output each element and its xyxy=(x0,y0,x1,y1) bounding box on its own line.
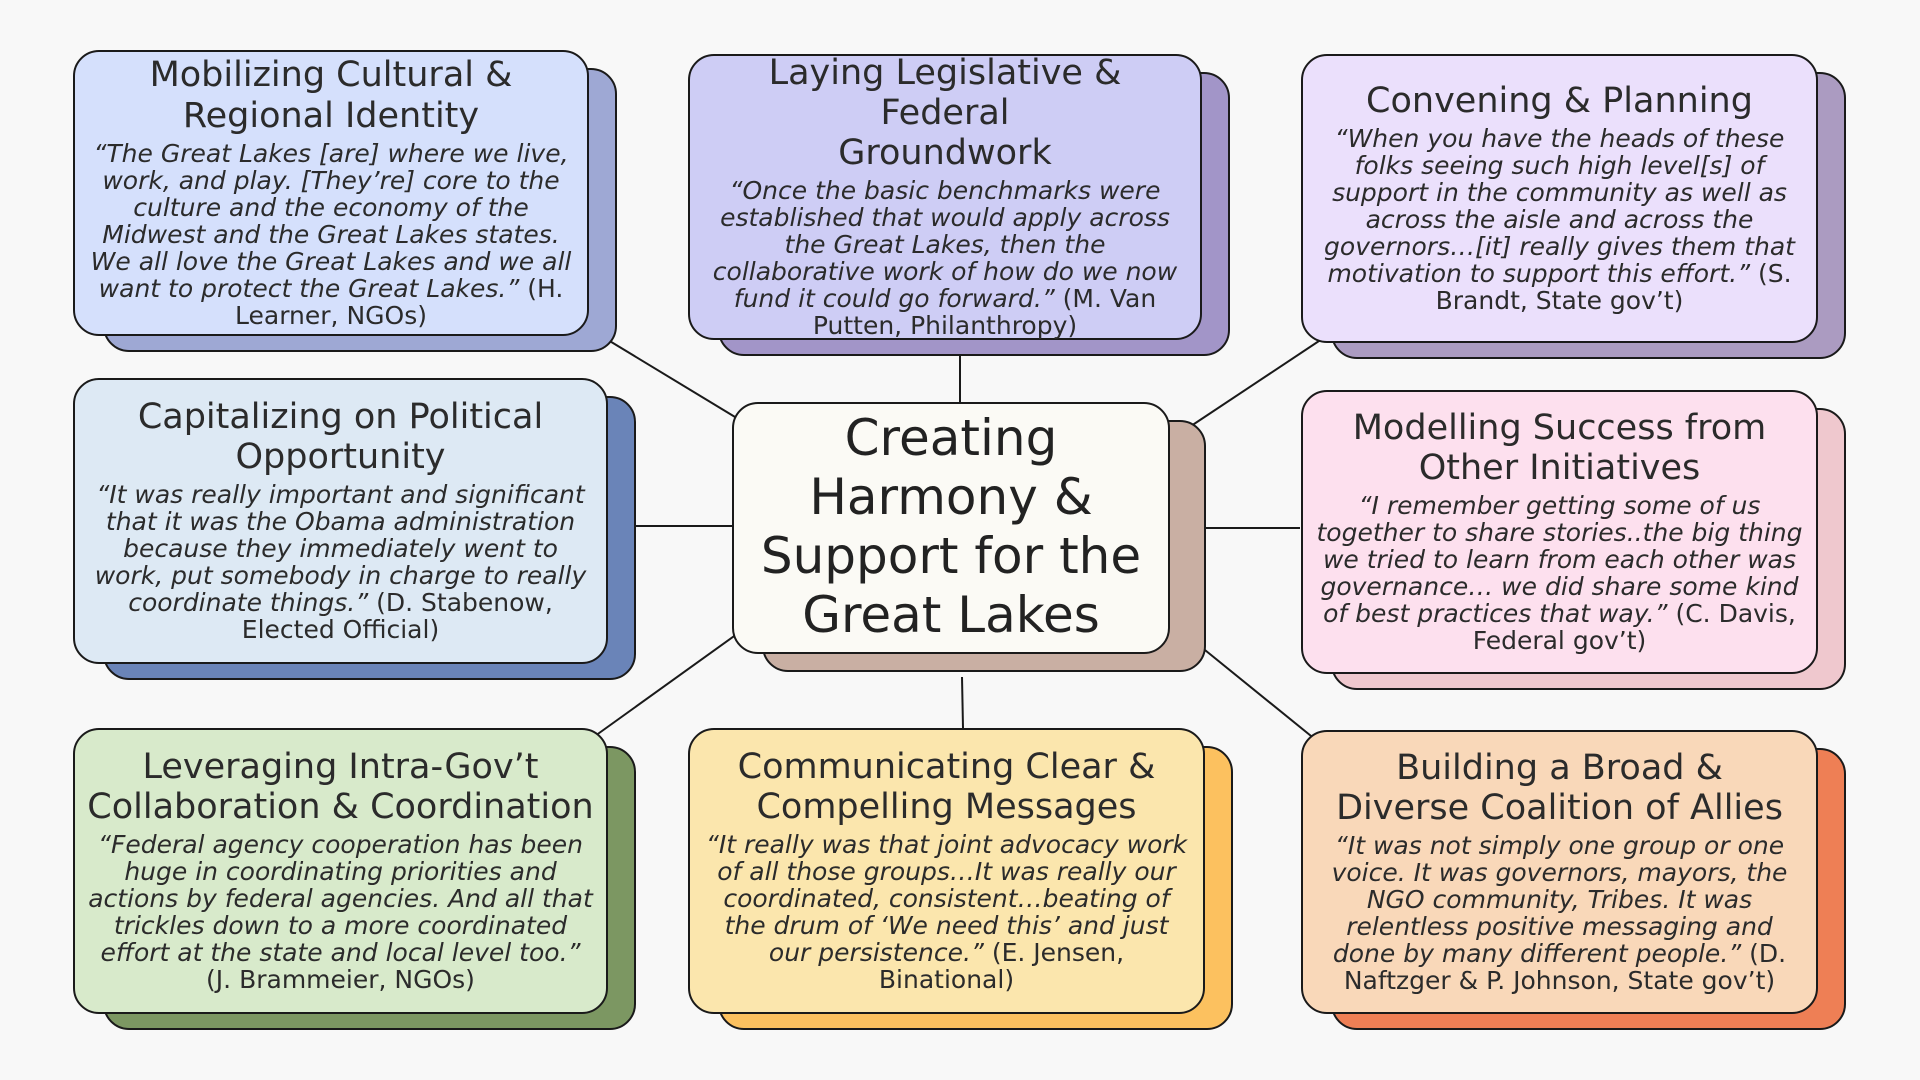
quote-attribution: (M. Van Putten, Philanthropy) xyxy=(812,284,1157,341)
card-title-line: Building a Broad & xyxy=(1396,747,1723,788)
card-quote: “It really was that joint advocacy work … xyxy=(700,831,1193,993)
card-face: Leveraging Intra-Gov’t Collaboration & C… xyxy=(73,728,608,1014)
card-quote: “Once the basic benchmarks were establis… xyxy=(700,177,1190,339)
card-clear-messages: Communicating Clear & Compelling Message… xyxy=(688,728,1233,1030)
connector-intra-gov-collaboration xyxy=(594,633,738,737)
card-cultural-identity: Mobilizing Cultural & Regional Identity … xyxy=(73,50,617,352)
card-quote: “It was not simply one group or one voic… xyxy=(1313,832,1806,994)
card-title: Modelling Success from Other Initiatives xyxy=(1353,408,1767,489)
quote-attribution: (E. Jensen, Binational) xyxy=(878,938,1125,995)
card-face: Mobilizing Cultural & Regional Identity … xyxy=(73,50,589,336)
card-face: Convening & Planning “When you have the … xyxy=(1301,54,1818,343)
quote-attribution: (C. Davis, Federal gov’t) xyxy=(1472,599,1796,656)
card-title-line: Modelling Success from xyxy=(1352,407,1767,448)
connector-convening-planning xyxy=(1184,334,1329,431)
quote-text: “It really was that joint advocacy work … xyxy=(705,830,1188,968)
card-title: Mobilizing Cultural & Regional Identity xyxy=(150,55,513,136)
card-quote: “The Great Lakes [are] where we live, wo… xyxy=(85,140,577,329)
card-face: Laying Legislative & Federal Groundwork … xyxy=(688,53,1202,340)
center-title-line: Creating xyxy=(844,409,1058,467)
card-face: Capitalizing on Political Opportunity “I… xyxy=(73,378,608,664)
quote-attribution: (D. Stabenow, Elected Official) xyxy=(241,588,553,645)
card-title-line: Compelling Messages xyxy=(756,787,1137,827)
card-title-line: Opportunity xyxy=(235,437,446,477)
card-title-line: Laying Legislative & Federal xyxy=(768,52,1122,133)
quote-text: “It was really important and significant… xyxy=(94,480,587,618)
card-title: Building a Broad & Diverse Coalition of … xyxy=(1336,748,1783,829)
card-title-line: Mobilizing Cultural & xyxy=(149,55,513,96)
quote-text: “The Great Lakes [are] where we live, wo… xyxy=(90,138,572,303)
card-title-line: Regional Identity xyxy=(182,95,480,136)
center-title-line: Support for the xyxy=(760,527,1142,585)
connector-clear-messages xyxy=(961,676,964,729)
card-title: Convening & Planning xyxy=(1366,81,1753,121)
quote-attribution: (D. Naftzger & P. Johnson, State gov’t) xyxy=(1343,939,1787,996)
connector-coalition-of-allies xyxy=(1199,645,1317,741)
center-node: Creating Harmony & Support for the Great… xyxy=(732,402,1206,672)
card-political-opportunity: Capitalizing on Political Opportunity “I… xyxy=(73,378,636,680)
quote-attribution: (H. Learner, NGOs) xyxy=(235,273,564,330)
center-node-face: Creating Harmony & Support for the Great… xyxy=(732,402,1170,654)
center-title-line: Great Lakes xyxy=(802,586,1100,644)
card-modelling-success: Modelling Success from Other Initiatives… xyxy=(1301,390,1846,690)
center-title: Creating Harmony & Support for the Great… xyxy=(761,409,1141,645)
card-title-line: Capitalizing on Political xyxy=(137,396,544,437)
quote-text: “I remember getting some of us together … xyxy=(1316,491,1803,629)
connector-cultural-identity xyxy=(607,339,741,421)
quote-text: “It was not simply one group or one voic… xyxy=(1331,831,1788,969)
card-title-line: Diverse Coalition of Allies xyxy=(1336,788,1783,828)
card-coalition-of-allies: Building a Broad & Diverse Coalition of … xyxy=(1301,730,1846,1030)
quote-text: “Once the basic benchmarks were establis… xyxy=(712,176,1178,314)
card-convening-planning: Convening & Planning “When you have the … xyxy=(1301,54,1846,359)
card-title-line: Communicating Clear & xyxy=(737,746,1156,787)
quote-attribution: (J. Brammeier, NGOs) xyxy=(206,965,475,995)
card-face: Modelling Success from Other Initiatives… xyxy=(1301,390,1818,674)
card-quote: “When you have the heads of these folks … xyxy=(1313,125,1806,314)
card-face: Communicating Clear & Compelling Message… xyxy=(688,728,1205,1014)
card-intra-gov-collaboration: Leveraging Intra-Gov’t Collaboration & C… xyxy=(73,728,636,1030)
card-title-line: Groundwork xyxy=(838,133,1052,174)
card-title: Leveraging Intra-Gov’t Collaboration & C… xyxy=(87,747,593,828)
card-quote: “It was really important and significant… xyxy=(85,481,596,643)
center-title-line: Harmony & xyxy=(809,468,1093,526)
quote-text: “Federal agency cooperation has been hug… xyxy=(88,830,593,968)
card-title: Communicating Clear & Compelling Message… xyxy=(738,747,1156,828)
quote-attribution: (S. Brandt, State gov’t) xyxy=(1435,259,1792,316)
card-title-line: Convening & Planning xyxy=(1366,80,1753,121)
card-title-line: Leveraging Intra-Gov’t xyxy=(142,746,539,787)
card-title: Laying Legislative & Federal Groundwork xyxy=(700,53,1190,174)
card-quote: “Federal agency cooperation has been hug… xyxy=(85,831,596,993)
card-title-line: Other Initiatives xyxy=(1418,448,1701,488)
card-face: Building a Broad & Diverse Coalition of … xyxy=(1301,730,1818,1014)
card-title: Capitalizing on Political Opportunity xyxy=(138,397,543,478)
card-title-line: Collaboration & Coordination xyxy=(87,787,594,827)
card-legislative-groundwork: Laying Legislative & Federal Groundwork … xyxy=(688,53,1230,356)
quote-text: “When you have the heads of these folks … xyxy=(1324,124,1795,289)
card-quote: “I remember getting some of us together … xyxy=(1313,492,1806,654)
